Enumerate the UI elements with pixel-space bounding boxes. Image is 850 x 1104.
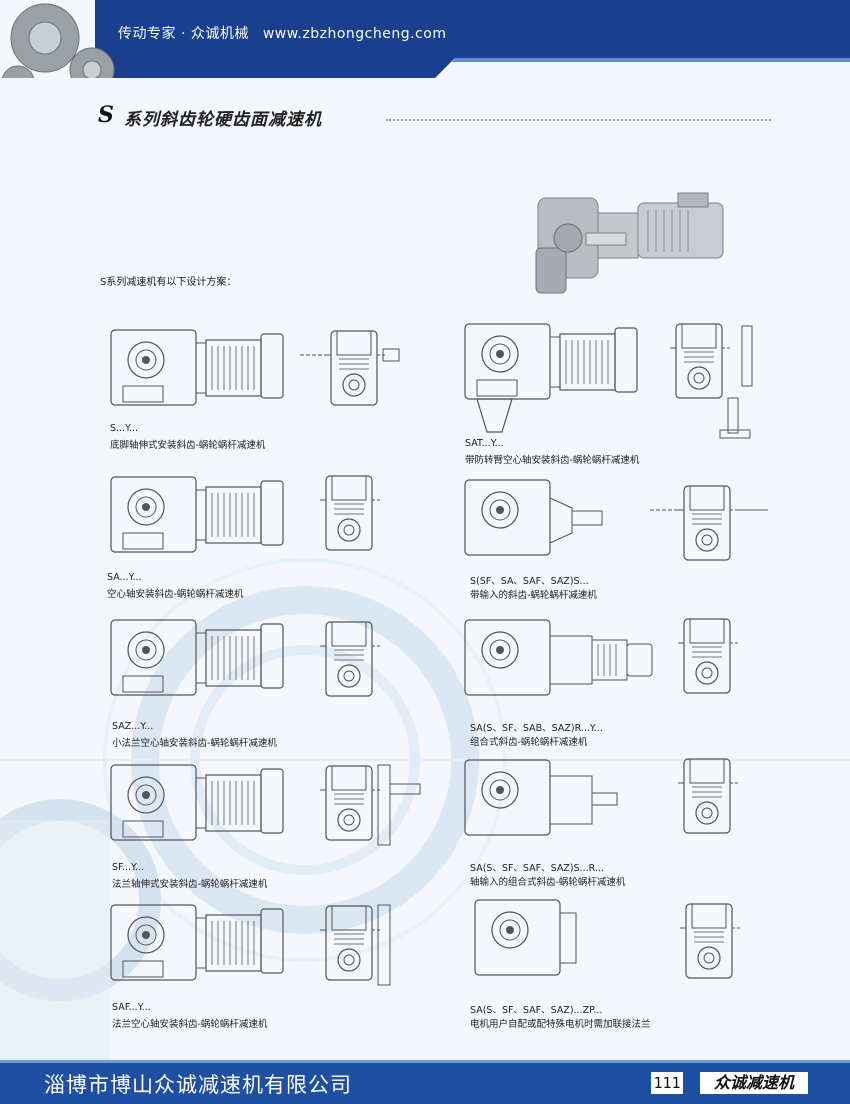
drawing-sa-zp-end-view [680, 903, 741, 979]
drawing-s-side-view [110, 329, 284, 406]
drawing-saz-end-view [320, 621, 381, 697]
title-text: 系列斜齿轮硬齿面减速机 [124, 110, 322, 130]
variant-desc: 电机用户自配或配特殊电机时需加联接法兰 [470, 1019, 651, 1030]
variant-desc: 组合式斜齿-蜗轮蜗杆减速机 [470, 737, 588, 748]
header-banner [1, 0, 850, 78]
variant-desc: 小法兰空心轴安装斜齿-蜗轮蜗杆减速机 [112, 738, 277, 749]
drawing-sa-s-r-end-view [678, 758, 739, 834]
drawing-sa-zp-side-view [474, 899, 577, 976]
drawing-sat-side-view [464, 323, 638, 433]
variant-code: SA...Y... [107, 572, 142, 583]
variant-code: SA(S、SF、SAF、SAZ)...ZP... [470, 1005, 603, 1016]
variant-code: S...Y... [110, 423, 139, 434]
drawing-saf-end-view [320, 904, 391, 986]
slogan-text: 传动专家 · 众诚机械 [118, 26, 249, 42]
drawing-sf-side-view [110, 764, 284, 841]
drawing-sa-s-r-side-view [464, 759, 618, 836]
title-divider [386, 119, 771, 121]
variant-desc: 底脚轴伸式安装斜齿-蜗轮蜗杆减速机 [110, 440, 266, 451]
title-letter: S [98, 102, 114, 128]
drawing-s-input-side-view [464, 479, 603, 556]
variant-desc: 轴输入的组合式斜齿-蜗轮蜗杆减速机 [470, 877, 626, 888]
variant-desc: 空心轴安装斜齿-蜗轮蜗杆减速机 [107, 589, 244, 600]
variant-code: SAZ...Y... [112, 721, 154, 732]
company-name: 淄博市博山众诚减速机有限公司 [44, 1073, 352, 1097]
website-url[interactable]: www.zbzhongcheng.com [262, 26, 447, 42]
drawing-sa-side-view [110, 476, 284, 553]
gear-logo-icon [1, 3, 115, 78]
variant-code: SF...Y... [112, 862, 144, 873]
product-photo [535, 192, 724, 294]
drawing-saf-side-view [110, 904, 284, 981]
variant-desc: 法兰空心轴安装斜齿-蜗轮蜗杆减速机 [112, 1019, 268, 1030]
drawing-sf-end-view [320, 764, 421, 846]
variant-desc: 带防转臂空心轴安装斜齿-蜗轮蜗杆减速机 [465, 455, 640, 466]
drawing-sa-r-end-view [678, 618, 739, 694]
drawing-sat-end-view [669, 323, 753, 439]
variant-code: SAT...Y... [465, 438, 504, 449]
variant-code: SAF...Y... [112, 1002, 151, 1013]
header-slogan: 传动专家 · 众诚机械 www.zbzhongcheng.com [118, 23, 446, 43]
drawing-s-end-view [300, 330, 400, 406]
drawing-s-input-end-view [650, 485, 768, 561]
drawing-saz-side-view [110, 619, 284, 696]
variant-desc: 法兰轴伸式安装斜齿-蜗轮蜗杆减速机 [112, 879, 268, 890]
intro-text: S系列减速机有以下设计方案： [100, 277, 237, 288]
variant-desc: 带输入的斜齿-蜗轮蜗杆减速机 [470, 590, 597, 601]
brand-name: 众诚减速机 [700, 1072, 808, 1094]
page-title: S 系列斜齿轮硬齿面减速机 [98, 102, 778, 130]
drawing-sa-end-view [320, 475, 381, 551]
drawing-sa-r-side-view [464, 619, 653, 696]
page-number: 111 [651, 1072, 683, 1094]
variant-code: SA(S、SF、SAF、SAZ)S...R... [470, 863, 604, 874]
variant-code: SA(S、SF、SAB、SAZ)R...Y... [470, 723, 603, 734]
variant-code: S(SF、SA、SAF、SAZ)S... [470, 576, 589, 587]
